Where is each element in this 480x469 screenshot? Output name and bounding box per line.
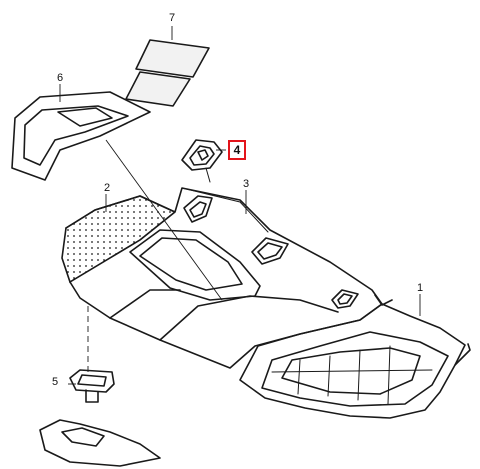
callout-6: 6: [56, 72, 65, 84]
part-4-buckle-cover: [181, 139, 223, 183]
callout-3: 3: [242, 178, 251, 190]
mounting-base: [39, 419, 161, 467]
callout-5: 5: [51, 376, 60, 388]
part-1-wire-frame: [239, 294, 471, 419]
callout-4: 4: [228, 140, 246, 160]
callout-2: 2: [103, 182, 112, 194]
leader-lines: [59, 26, 421, 385]
callout-1: 1: [416, 282, 425, 294]
part-7-pads: [125, 39, 210, 107]
part-5-clip: [69, 369, 115, 403]
callout-7: 7: [168, 12, 177, 24]
part-6-trim-cover: [11, 91, 151, 181]
part-3-seat-cover: [69, 187, 383, 369]
